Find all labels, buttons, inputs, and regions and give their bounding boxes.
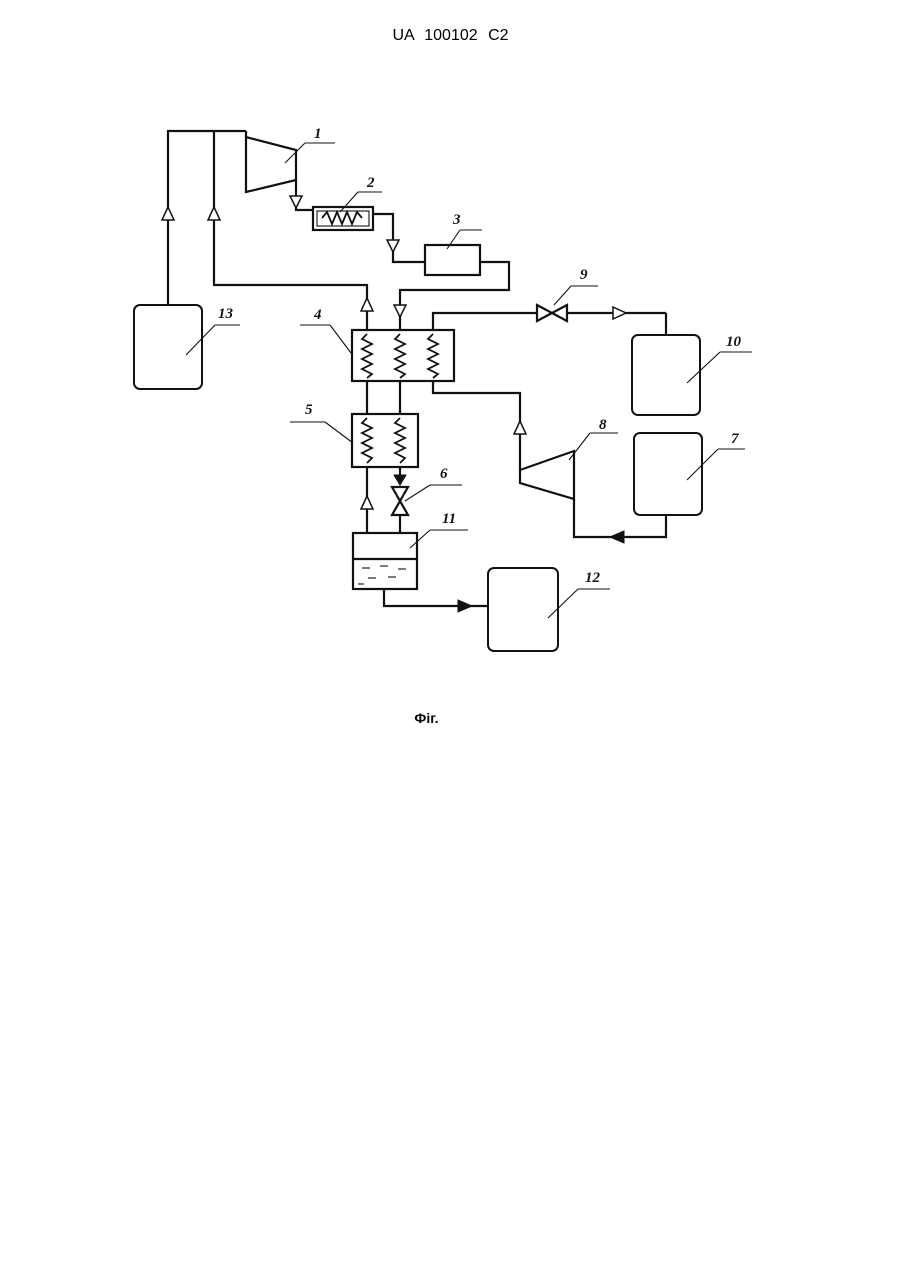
valve-6 [392,475,408,533]
label-13: 13 [218,306,234,322]
flow-arrow-right [458,600,472,612]
label-12: 12 [585,570,601,586]
label-5: 5 [305,402,313,418]
vessel-13 [134,305,202,389]
compressor-1 [246,131,313,210]
label-2: 2 [366,175,375,191]
label-7: 7 [731,431,739,447]
vessel-12 [488,568,558,651]
label-9: 9 [580,267,588,283]
label-3: 3 [452,212,461,228]
flow-arrow-up [361,496,373,509]
vessel-10 [632,335,700,415]
flow-arrow-up [208,207,220,220]
flow-arrow-down [387,240,399,252]
flow-arrow-down [394,475,406,485]
label-4: 4 [313,307,322,323]
flow-arrow-up [162,207,174,220]
label-11: 11 [442,511,456,527]
figure-caption: Фіг. [0,710,853,726]
flow-arrow-left [610,531,624,543]
flow-arrow-up [361,298,373,311]
flow-arrow-up [514,421,526,434]
label-1: 1 [314,126,322,142]
flow-arrow-down [290,196,302,208]
valve-9 [537,305,666,335]
pipes-4-5 [367,381,400,414]
flow-arrow-down [394,305,406,317]
unit-3 [361,245,509,330]
vessel-7 [634,433,702,515]
label-6: 6 [440,466,448,482]
label-10: 10 [726,334,742,350]
separator-11 [353,533,488,612]
heater-2 [313,207,425,262]
label-8: 8 [599,417,607,433]
flow-arrow-right [613,307,626,319]
